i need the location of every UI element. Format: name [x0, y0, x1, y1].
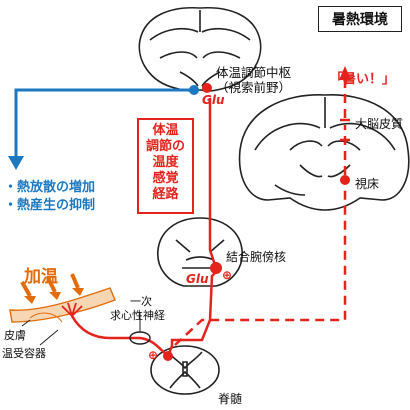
- afferent-label-1: 一次: [130, 295, 152, 308]
- pathway-label-2: 調節の: [145, 139, 185, 154]
- skin-label: 皮膚: [4, 329, 26, 342]
- cortex-label: 大脳皮質: [355, 117, 404, 131]
- response-2: ・熱産生の抑制: [4, 198, 96, 213]
- spinal-label: 脊髄: [218, 392, 243, 406]
- plus-top: ⊕: [201, 80, 212, 94]
- receptor-pointer: [39, 329, 59, 346]
- thalamus-label: 視床: [355, 177, 380, 191]
- spinal-cord-section: [150, 345, 220, 395]
- center-label-line1: 体温調節中枢: [216, 65, 292, 80]
- pbn-neuron: [210, 262, 222, 274]
- center-label-line2: （視索前野）: [216, 80, 292, 95]
- red-dashed-pathway: [174, 78, 347, 346]
- pathway-label-box: 体温 調節の 温度 感覚 経路: [137, 118, 194, 214]
- hot-exclamation: 「暑い！」: [330, 72, 396, 87]
- red-ascending-pathway: [70, 98, 218, 357]
- glu-top: Glu: [202, 93, 225, 107]
- glu-mid: Glu: [186, 272, 209, 286]
- warm-receptor: [61, 302, 83, 317]
- receptor-label: 温受容器: [2, 347, 46, 360]
- preoptic-neuron-blue: [189, 85, 199, 95]
- plus-spinal: ⊕: [148, 348, 159, 362]
- warming-label: 加温: [24, 267, 58, 287]
- cortex-brain-section: [238, 94, 410, 211]
- thalamus-neuron: [340, 175, 350, 185]
- heat-arrows: [20, 273, 84, 304]
- blue-output-pathway: [14, 88, 194, 158]
- plus-mid: ⊕: [222, 268, 233, 282]
- hypothalamus-brain-section: [138, 6, 262, 92]
- spinal-neuron: [163, 351, 173, 361]
- pathway-label-3: 温度: [152, 155, 179, 170]
- skin-layer: [9, 287, 116, 323]
- pathway-label-1: 体温: [152, 123, 179, 138]
- afferent-label-2: 求心性神経: [110, 309, 165, 322]
- brainstem-section: [157, 217, 243, 287]
- title-heat-environment: 暑熱環境: [318, 6, 402, 32]
- pathway-label-4: 感覚: [152, 171, 179, 186]
- dashed-arrowhead: [339, 66, 351, 80]
- blue-arrowhead: [8, 156, 24, 170]
- response-1: ・熱放散の増加: [4, 180, 96, 195]
- skin-pointer: [21, 319, 31, 327]
- pbn-label: 結合腕傍核: [226, 250, 287, 264]
- preoptic-neuron-red: [202, 83, 212, 93]
- pathway-label-5: 経路: [152, 187, 179, 202]
